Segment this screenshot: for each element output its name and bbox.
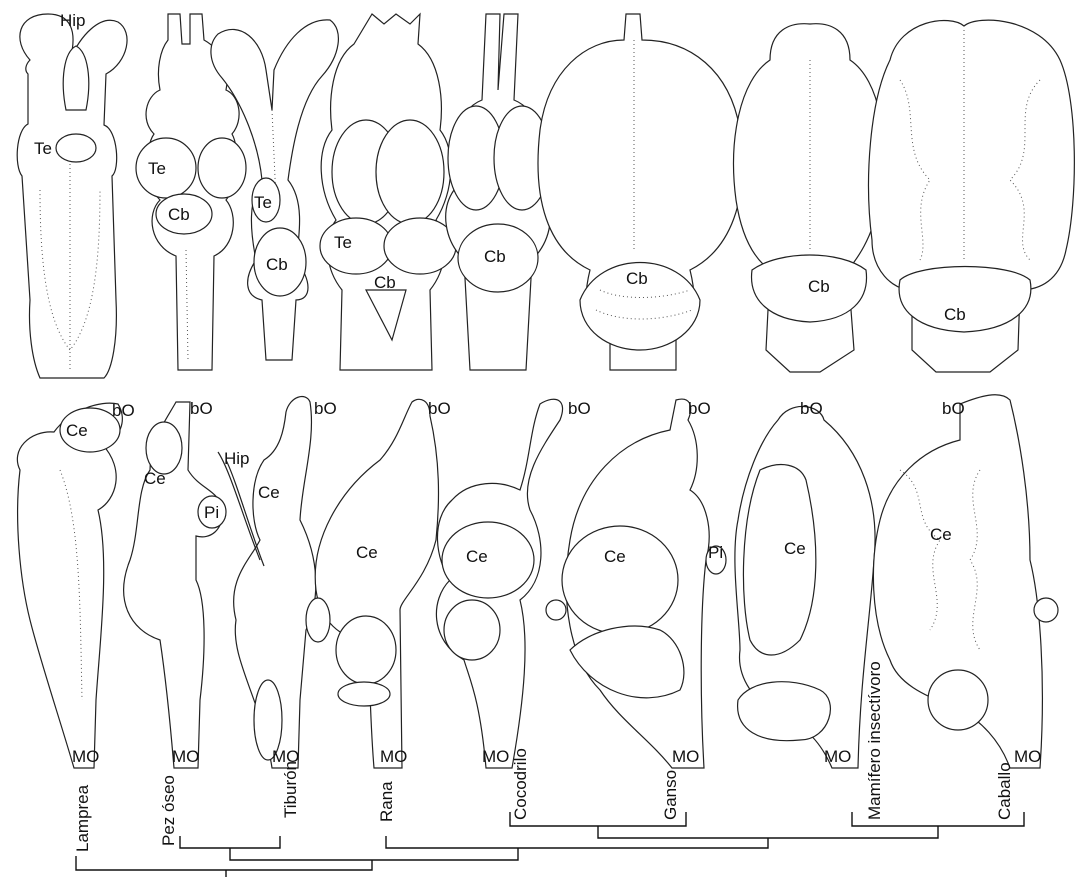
label-bo-caballo: bO — [942, 399, 965, 418]
brain-dorsal-rana — [320, 14, 456, 370]
species-label-cocodrilo: Cocodrilo — [511, 748, 530, 820]
label-ce-caballo: Ce — [930, 525, 952, 544]
label-mo-rana: MO — [380, 747, 407, 766]
label-cb-tiburon: Cb — [266, 255, 288, 274]
label-ce-tiburon: Ce — [258, 483, 280, 502]
brain-lateral-lamprea — [17, 403, 122, 768]
label-ce-lamprea: Ce — [66, 421, 88, 440]
brain-lateral-pez-oseo — [124, 402, 226, 768]
label-mo-pez-oseo: MO — [172, 747, 199, 766]
tree-clade-vertebrates — [76, 856, 372, 870]
tree-clade-birds-crocs — [510, 812, 686, 826]
species-labels: Lamprea Pez óseo Tiburón Rana Cocodrilo … — [73, 661, 1014, 852]
brain-dorsal-mamifero-insectivoro — [734, 24, 884, 372]
label-cb-caballo: Cb — [944, 305, 966, 324]
label-bo-lamprea: bO — [112, 401, 135, 420]
label-te-lamprea: Te — [34, 139, 52, 158]
label-pi-ganso: Pi — [708, 543, 723, 562]
brain-lateral-rana — [306, 399, 438, 768]
label-mo-lamprea: MO — [72, 747, 99, 766]
label-mo-cocodrilo: MO — [482, 747, 509, 766]
label-hip-tiburon: Hip — [224, 449, 250, 468]
label-te-tiburon: Te — [254, 193, 272, 212]
label-bo-rana: bO — [428, 399, 451, 418]
label-bo-mamifero: bO — [800, 399, 823, 418]
label-cb-mamifero: Cb — [808, 277, 830, 296]
tree-clade-fish — [180, 836, 280, 848]
tree-clade-amniotes — [598, 826, 938, 838]
brain-dorsal-caballo — [869, 20, 1075, 372]
label-ce-ganso: Ce — [604, 547, 626, 566]
label-bo-cocodrilo: bO — [568, 399, 591, 418]
label-bo-pez-oseo: bO — [190, 399, 213, 418]
species-label-rana: Rana — [377, 781, 396, 822]
label-te-rana: Te — [334, 233, 352, 252]
label-hip-lamprea: Hip — [60, 11, 86, 30]
species-label-ganso: Ganso — [661, 770, 680, 820]
brain-lateral-caballo — [873, 395, 1058, 768]
label-cb-pez-oseo: Cb — [168, 205, 190, 224]
species-label-caballo: Caballo — [995, 762, 1014, 820]
dorsal-views-row: Hip Te Te Cb Te Cb Te Cb Cb Cb Cb Cb — [17, 11, 1074, 378]
species-label-lamprea: Lamprea — [73, 784, 92, 852]
label-pi-pez-oseo: Pi — [204, 503, 219, 522]
label-cb-rana: Cb — [374, 273, 396, 292]
label-mo-caballo: MO — [1014, 747, 1041, 766]
species-label-pez-oseo: Pez óseo — [159, 775, 178, 846]
label-te-pez-oseo: Te — [148, 159, 166, 178]
brain-lateral-cocodrilo — [436, 399, 566, 768]
label-bo-ganso: bO — [688, 399, 711, 418]
lateral-views-row: bO Ce MO bO Ce Pi MO bO Hip Ce MO bO Ce … — [17, 395, 1058, 768]
species-label-mamifero-insectivoro: Mamífero insectívoro — [865, 661, 884, 820]
label-ce-pez-oseo: Ce — [144, 469, 166, 488]
phylogeny-tree — [76, 812, 1024, 877]
label-mo-mamifero: MO — [824, 747, 851, 766]
brain-dorsal-cocodrilo — [446, 14, 551, 370]
brain-dorsal-lamprea — [17, 14, 127, 378]
label-bo-tiburon: bO — [314, 399, 337, 418]
tree-clade-gnathostomes — [230, 848, 518, 860]
brain-lateral-ganso — [562, 399, 726, 768]
label-cb-cocodrilo: Cb — [484, 247, 506, 266]
species-label-tiburon: Tiburón — [281, 761, 300, 818]
label-ce-mamifero: Ce — [784, 539, 806, 558]
brain-lateral-mamifero — [735, 406, 875, 768]
label-ce-cocodrilo: Ce — [466, 547, 488, 566]
label-ce-rana: Ce — [356, 543, 378, 562]
label-mo-ganso: MO — [672, 747, 699, 766]
brain-dorsal-ganso — [538, 14, 743, 370]
label-cb-ganso: Cb — [626, 269, 648, 288]
